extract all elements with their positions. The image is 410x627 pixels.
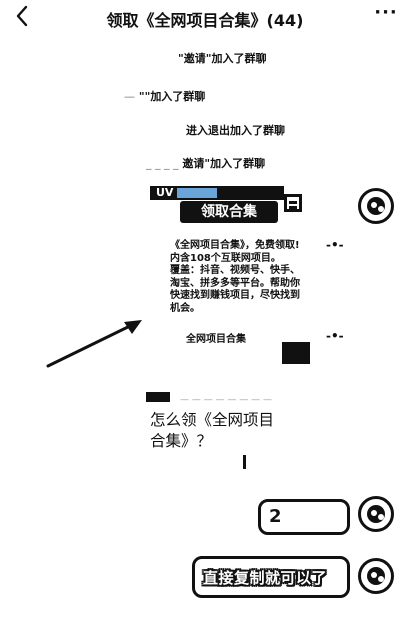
- back-icon[interactable]: [12, 4, 34, 28]
- message-status-icon: -•-: [326, 329, 344, 343]
- question-message[interactable]: 怎么领《全网项目 合集》？: [150, 411, 275, 450]
- promo-card-text[interactable]: 《全网项目合集》，免费领取! 内含108个互联网项目。 覆盖：抖音、视频号、快手…: [170, 240, 300, 314]
- sender-avatar[interactable]: [358, 188, 394, 224]
- more-options-icon[interactable]: ···: [374, 2, 398, 23]
- promo-label: 领取合集: [180, 201, 278, 223]
- reply-bubble-large[interactable]: 直接复制就可以了: [192, 556, 350, 598]
- promo-banner: UV: [150, 186, 284, 200]
- link-card-thumbnail: [282, 342, 310, 364]
- chat-title: 领取《全网项目合集》(44): [106, 11, 304, 30]
- system-message: _ _ _ _ 邀请"加入了群聊: [146, 157, 266, 170]
- reply-bubble[interactable]: 2: [258, 499, 350, 535]
- link-card-title: 全网项目合集: [186, 334, 246, 345]
- message-status-icon: -•-: [326, 238, 344, 252]
- redacted-bar: [146, 392, 170, 402]
- system-message: — ""加入了群聊: [124, 90, 206, 103]
- top-bar: 领取《全网项目合集》(44) ···: [0, 0, 410, 34]
- arrow-icon: [46, 320, 142, 368]
- system-message: 进入退出加入了群聊: [186, 124, 285, 137]
- self-avatar[interactable]: [358, 496, 394, 532]
- self-avatar[interactable]: [358, 558, 394, 594]
- faint-text: — — — — — — — —: [180, 395, 273, 405]
- system-message: "邀请"加入了群聊: [178, 52, 267, 65]
- document-icon: [284, 194, 302, 212]
- promo-header[interactable]: UV 领取合集: [150, 186, 302, 226]
- cursor-mark: [243, 455, 246, 469]
- link-card[interactable]: 全网项目合集: [186, 330, 326, 364]
